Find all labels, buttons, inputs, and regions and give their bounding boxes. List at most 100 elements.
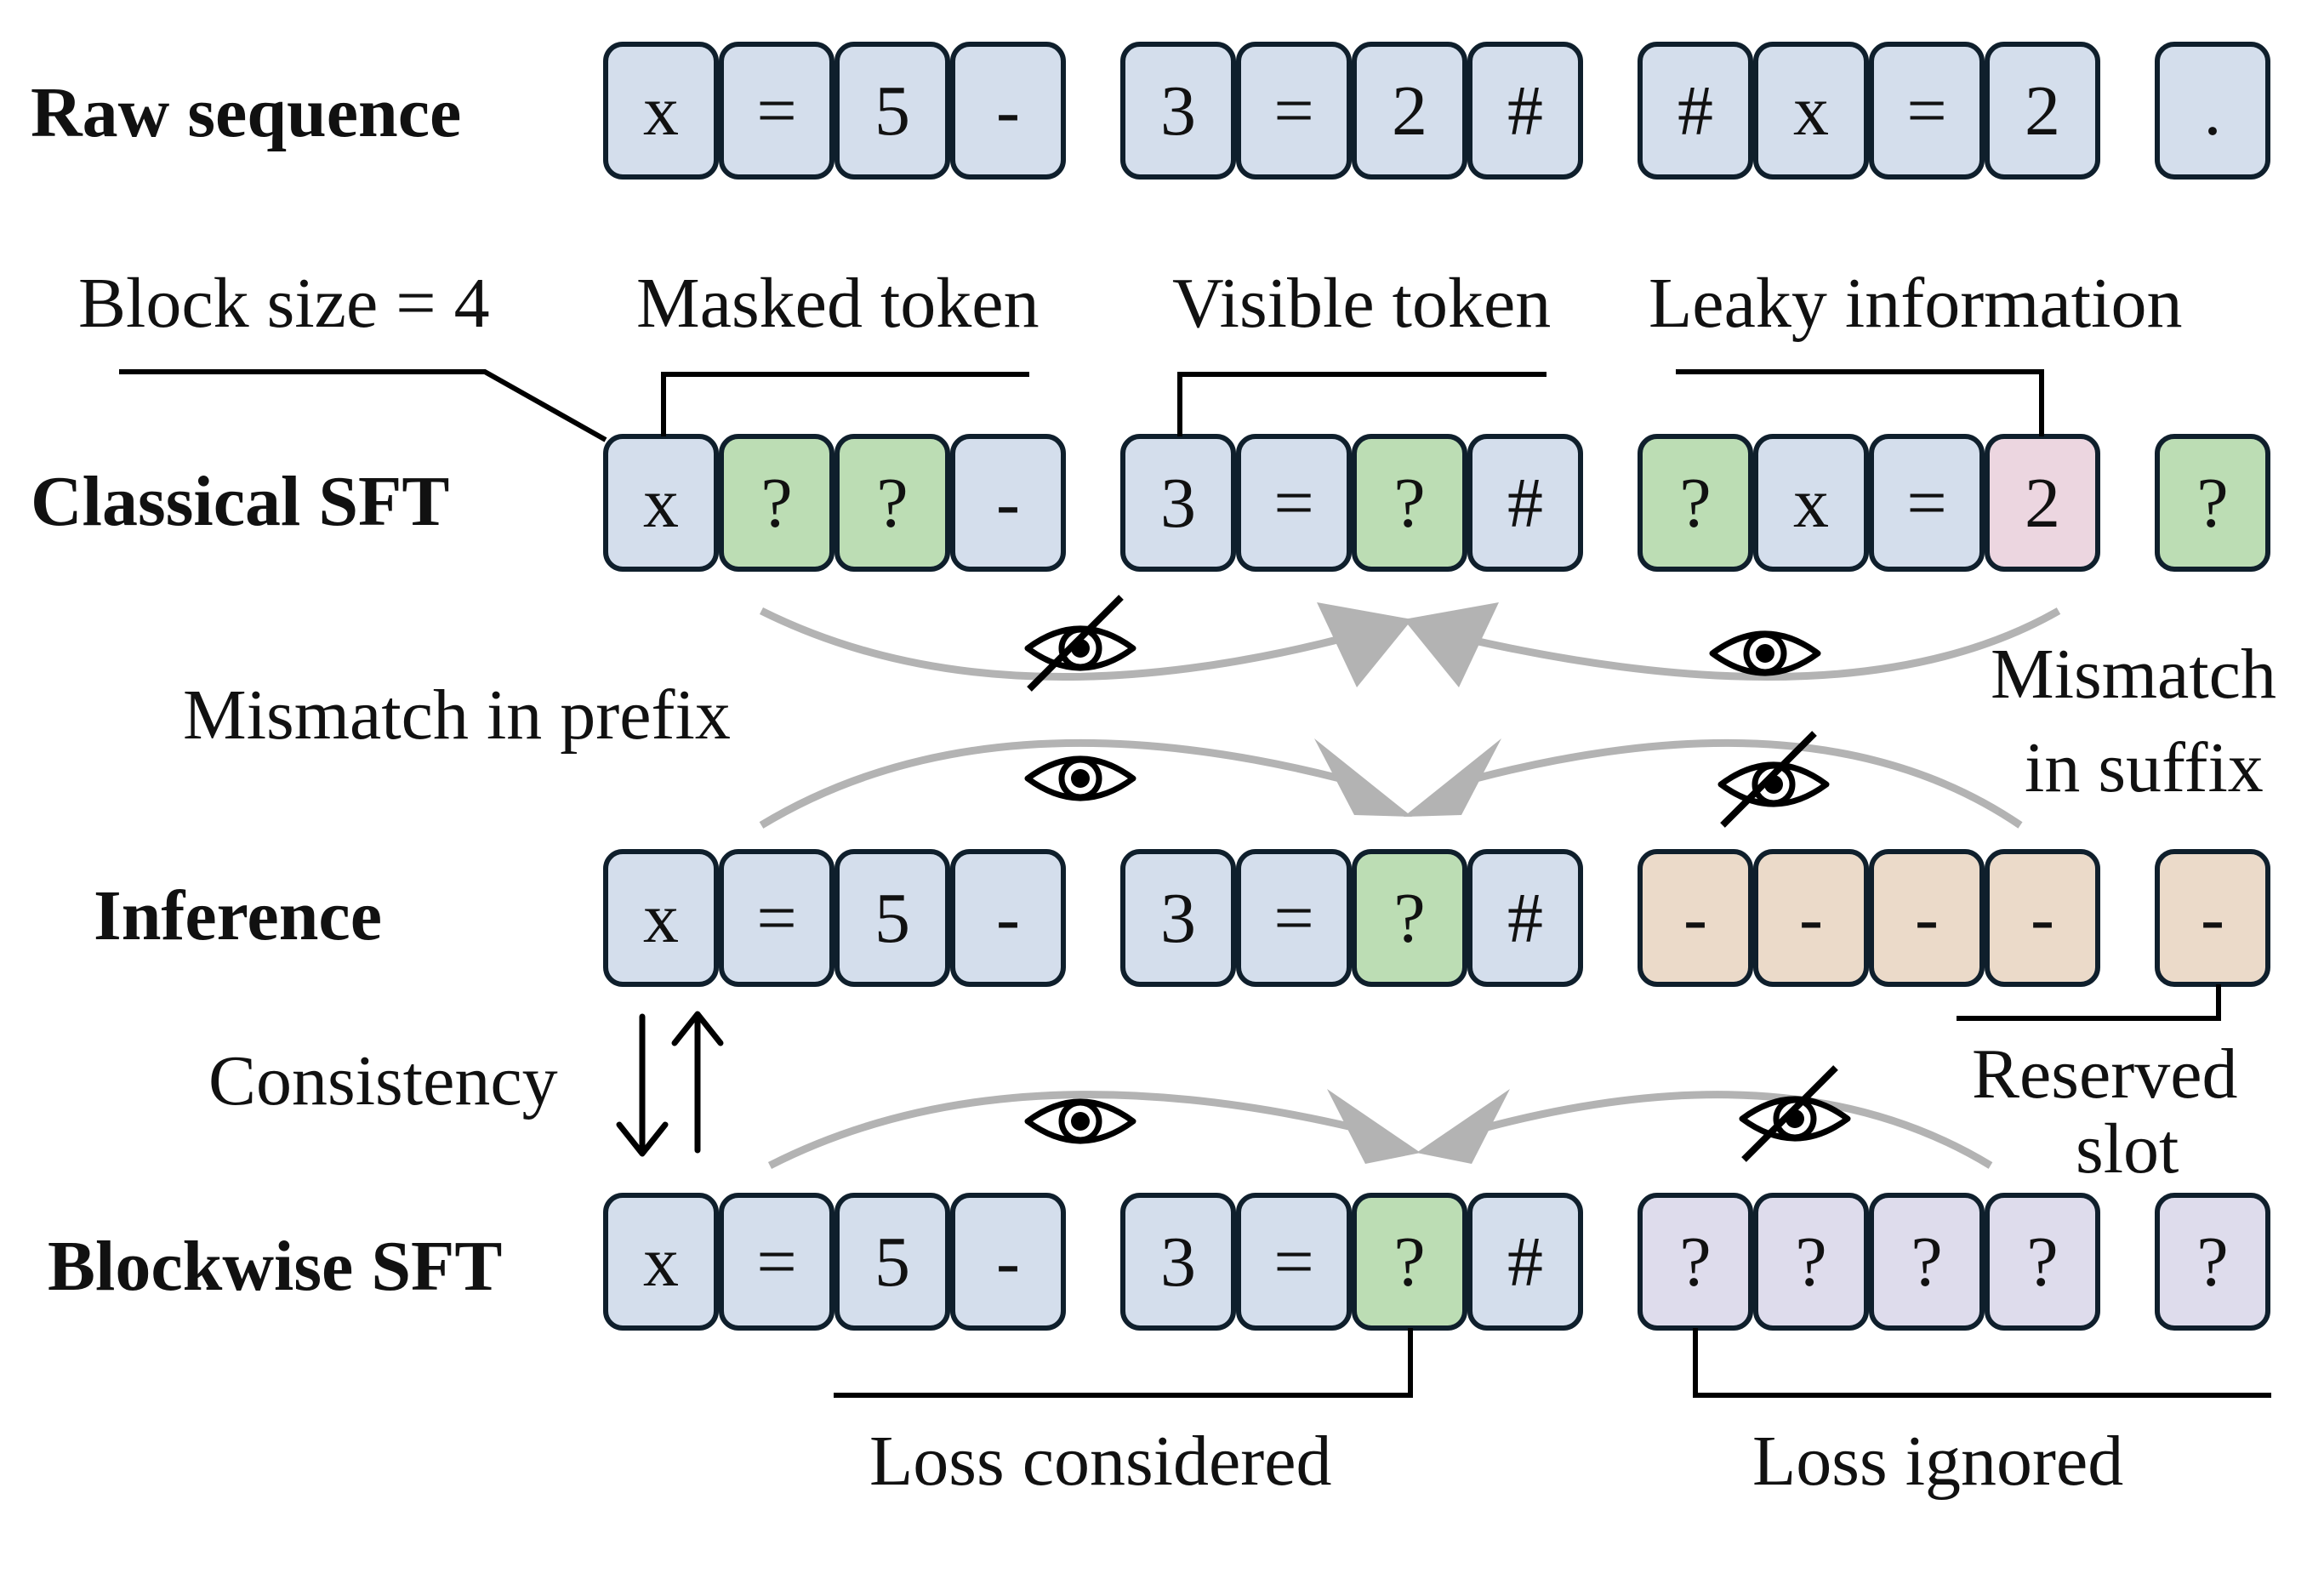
token-text: = <box>756 879 796 958</box>
token-box <box>1753 434 1869 572</box>
token-text: - <box>996 1223 1020 1302</box>
token-box <box>1467 434 1583 572</box>
token-text: ? <box>1911 1223 1942 1302</box>
token-raw-2: 5 <box>834 42 950 180</box>
token-classical-5: = <box>1236 434 1352 572</box>
token-classical-12: ? <box>2155 434 2270 572</box>
token-box <box>2155 849 2270 987</box>
token-raw-5: = <box>1236 42 1352 180</box>
token-box <box>834 42 950 180</box>
token-text: - <box>996 464 1020 543</box>
arrowhead-1 <box>1317 602 1412 687</box>
token-text: ? <box>1679 464 1711 543</box>
token-classical-8: ? <box>1638 434 1753 572</box>
token-box <box>1869 42 1985 180</box>
token-classical-10: = <box>1869 434 1985 572</box>
consistency-arrows <box>616 1011 724 1157</box>
visible-token-label: Visible token <box>1172 264 1551 343</box>
token-text: - <box>1915 879 1939 958</box>
consistency-label: Consistency <box>208 1041 558 1120</box>
up-arrow-head <box>671 1011 724 1046</box>
token-box <box>1467 849 1583 987</box>
token-text: 3 <box>1160 71 1196 151</box>
token-box <box>1985 42 2100 180</box>
token-box <box>834 434 950 572</box>
token-box <box>1120 42 1236 180</box>
token-box <box>719 42 834 180</box>
token-box <box>834 1193 950 1331</box>
visible-token-callout <box>1177 372 1546 436</box>
token-box <box>1753 42 1869 180</box>
token-box <box>1869 1193 1985 1331</box>
arrowhead-5 <box>1327 1089 1421 1164</box>
token-box <box>1352 849 1467 987</box>
token-text: 3 <box>1160 464 1196 543</box>
token-box <box>834 849 950 987</box>
arrowhead-3 <box>1314 738 1412 817</box>
mismatch-suffix-label-line2: in suffix <box>2025 728 2264 807</box>
token-inference-11: - <box>1985 849 2100 987</box>
token-raw-10: = <box>1869 42 1985 180</box>
token-text: = <box>1906 464 1946 543</box>
token-blockwise-4: 3 <box>1120 1193 1236 1331</box>
token-classical-11: 2 <box>1985 434 2100 572</box>
token-text: 3 <box>1160 879 1196 958</box>
token-text: - <box>1799 879 1823 958</box>
token-classical-4: 3 <box>1120 434 1236 572</box>
token-inference-8: - <box>1638 849 1753 987</box>
token-raw-3: - <box>950 42 1066 180</box>
token-box <box>1869 849 1985 987</box>
eye-slash-icon <box>1721 731 1826 828</box>
token-box <box>2155 434 2270 572</box>
mismatch-prefix-label: Mismatch in prefix <box>183 675 731 755</box>
token-text: = <box>756 1223 796 1302</box>
reserved-slot-callout <box>1957 984 2221 1021</box>
token-text: = <box>1273 879 1313 958</box>
eye-icon <box>1028 759 1133 798</box>
token-classical-7: # <box>1467 434 1583 572</box>
masked-token-callout <box>661 372 1029 436</box>
token-blockwise-6: ? <box>1352 1193 1467 1331</box>
token-text: - <box>1683 879 1707 958</box>
arrowhead-2 <box>1404 602 1499 687</box>
token-text: . <box>2204 71 2222 151</box>
classical-prefix-arrow <box>759 607 1346 681</box>
blockwise-suffix-arrow <box>1485 1091 1993 1169</box>
token-inference-9: - <box>1753 849 1869 987</box>
token-box <box>1985 1193 2100 1331</box>
token-text: x <box>643 464 679 543</box>
token-text: 2 <box>2025 71 2060 151</box>
token-text: x <box>1793 71 1829 151</box>
token-box <box>603 849 719 987</box>
token-text: - <box>2201 879 2224 958</box>
token-text: 2 <box>2025 464 2060 543</box>
token-box <box>719 849 834 987</box>
token-text: ? <box>1393 879 1425 958</box>
token-blockwise-12: ? <box>2155 1193 2270 1331</box>
token-inference-4: 3 <box>1120 849 1236 987</box>
blockwise-prefix-arrow <box>767 1091 1354 1170</box>
token-row-inference: x=5-3=?#----- <box>603 849 2270 987</box>
token-raw-1: = <box>719 42 834 180</box>
token-text: x <box>643 71 679 151</box>
token-classical-3: - <box>950 434 1066 572</box>
token-classical-0: x <box>603 434 719 572</box>
token-box <box>1236 434 1352 572</box>
token-text: # <box>1677 71 1713 151</box>
token-box <box>1120 849 1236 987</box>
token-box <box>1236 849 1352 987</box>
token-blockwise-9: ? <box>1753 1193 1869 1331</box>
token-text: # <box>1507 71 1543 151</box>
token-inference-5: = <box>1236 849 1352 987</box>
token-text: ? <box>1795 1223 1826 1302</box>
token-box <box>2155 42 2270 180</box>
token-text: ? <box>876 464 908 543</box>
token-text: ? <box>2196 1223 2228 1302</box>
token-text: # <box>1507 464 1543 543</box>
token-box <box>603 42 719 180</box>
token-inference-12: - <box>2155 849 2270 987</box>
token-raw-11: 2 <box>1985 42 2100 180</box>
callout-lines <box>119 369 2044 442</box>
token-box <box>1869 434 1985 572</box>
token-inference-7: # <box>1467 849 1583 987</box>
